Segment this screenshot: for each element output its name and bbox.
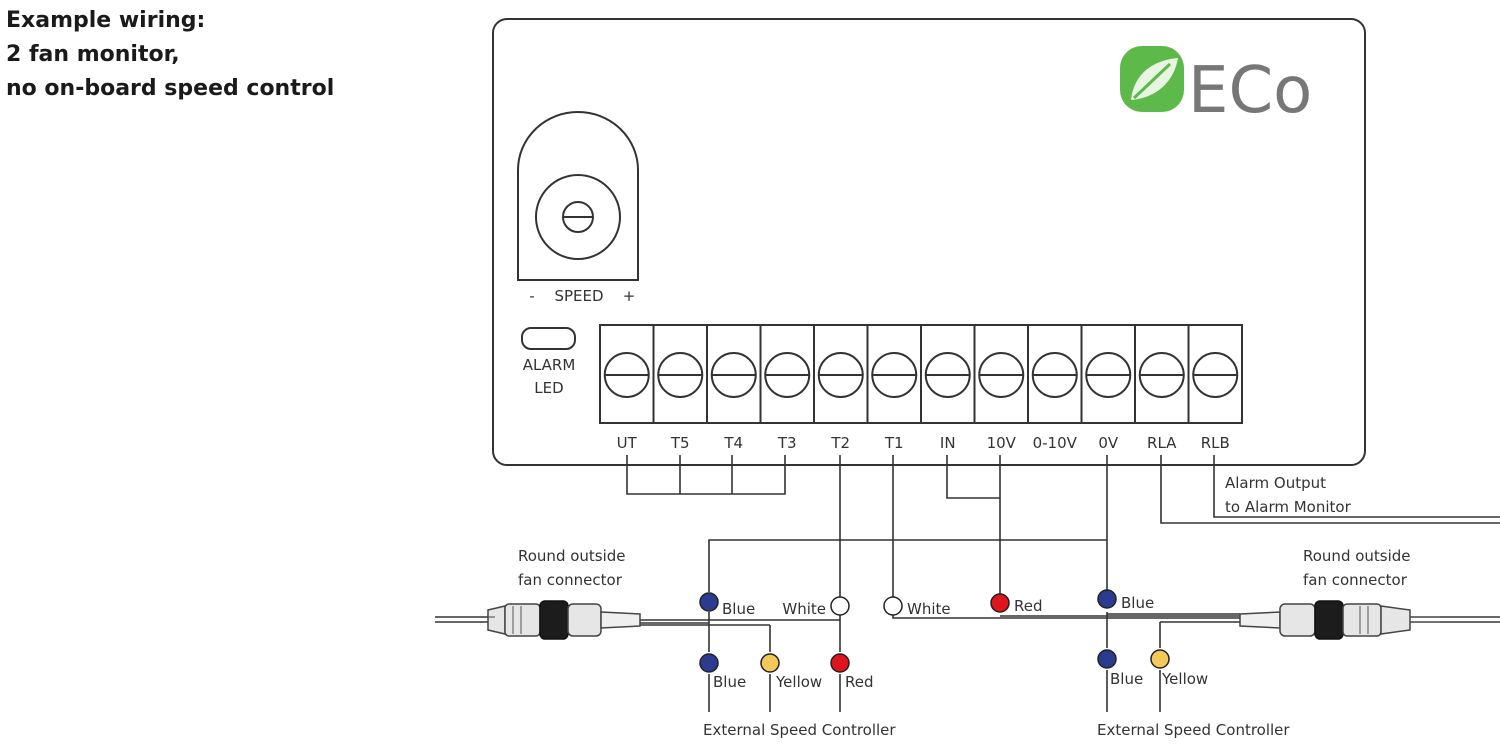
terminal-10v: 10V bbox=[973, 325, 1025, 452]
left-blue-bottom-dot bbox=[699, 653, 719, 673]
right-connector-label-1: Round outside bbox=[1303, 547, 1411, 565]
left-red-label: Red bbox=[845, 673, 874, 691]
wiring bbox=[435, 455, 1500, 712]
terminal-t5: T5 bbox=[652, 325, 704, 452]
controller-enclosure bbox=[492, 18, 1366, 466]
alarm-led-label-2: LED bbox=[534, 379, 563, 397]
right-yellow-dot bbox=[1150, 649, 1170, 669]
left-fan-connector bbox=[487, 600, 641, 640]
terminal-label: RLA bbox=[1147, 434, 1177, 452]
left-white-dot bbox=[830, 596, 850, 616]
terminal-label: 0-10V bbox=[1033, 434, 1078, 452]
title-line-2: 2 fan monitor, bbox=[6, 42, 180, 67]
title-line-1: Example wiring: bbox=[6, 8, 206, 33]
right-white-dot bbox=[883, 596, 903, 616]
alarm-output-label-2: to Alarm Monitor bbox=[1225, 498, 1352, 516]
terminal-rlb: RLB bbox=[1187, 325, 1239, 452]
wire-blue-bus bbox=[708, 539, 1107, 592]
terminal-t1: T1 bbox=[866, 325, 918, 452]
alarm-led bbox=[521, 327, 576, 350]
terminal-label: IN bbox=[940, 434, 956, 452]
wire-rlb bbox=[1213, 455, 1500, 518]
leaf-icon bbox=[1120, 46, 1184, 112]
left-red-dot bbox=[830, 653, 850, 673]
left-blue-top-label: Blue bbox=[722, 600, 755, 618]
diagram-title: Example wiring: 2 fan monitor, no on-boa… bbox=[6, 4, 334, 106]
left-blue-top-dot bbox=[699, 592, 719, 612]
title-line-3: no on-board speed control bbox=[6, 76, 335, 101]
right-blue-bottom-label: Blue bbox=[1110, 670, 1143, 688]
terminal-in: IN bbox=[920, 325, 971, 452]
terminal-label: T2 bbox=[830, 434, 850, 452]
speed-minus-label: - bbox=[529, 287, 534, 305]
speed-label: SPEED bbox=[554, 287, 603, 305]
left-controller-label: External Speed Controller bbox=[703, 721, 896, 739]
left-yellow-dot bbox=[760, 653, 780, 673]
right-blue-bottom-dot bbox=[1097, 649, 1117, 669]
terminal-label: T3 bbox=[777, 434, 797, 452]
right-blue-top-dot bbox=[1097, 589, 1117, 609]
speed-plus-label: + bbox=[623, 287, 636, 305]
left-blue-bottom-label: Blue bbox=[713, 673, 746, 691]
terminal-t4: T4 bbox=[706, 325, 757, 452]
wire-in-10v bbox=[946, 455, 1000, 499]
right-controller-label: External Speed Controller bbox=[1097, 721, 1290, 739]
logo-text: ECo bbox=[1188, 54, 1312, 128]
terminal-label: 10V bbox=[987, 434, 1017, 452]
terminal-ut: UT bbox=[603, 352, 650, 452]
wire-dots bbox=[699, 589, 1170, 673]
terminal-0-10v: 0-10V bbox=[1027, 325, 1078, 452]
right-blue-top-label: Blue bbox=[1121, 594, 1154, 612]
right-connector-label-2: fan connector bbox=[1303, 571, 1408, 589]
left-white-label: White bbox=[782, 600, 826, 618]
eco-logo: ECo bbox=[1120, 46, 1312, 128]
terminal-block: UT T5 T4 T3 T2 T1 IN 10V 0-10V 0V RLA RLB bbox=[599, 324, 1243, 452]
right-yellow-label: Yellow bbox=[1161, 670, 1208, 688]
right-white-label: White bbox=[907, 600, 951, 618]
alarm-led-label-1: ALARM bbox=[523, 356, 576, 374]
right-fan-connector bbox=[1239, 600, 1440, 640]
terminal-t3: T3 bbox=[759, 325, 811, 452]
wire-rla bbox=[1160, 455, 1500, 524]
terminal-label: UT bbox=[617, 434, 638, 452]
left-connector-label-1: Round outside bbox=[518, 547, 626, 565]
terminal-label: T5 bbox=[670, 434, 690, 452]
terminal-label: T1 bbox=[884, 434, 904, 452]
terminal-t2: T2 bbox=[813, 325, 864, 452]
terminal-rla: RLA bbox=[1134, 325, 1185, 452]
right-red-label: Red bbox=[1014, 597, 1043, 615]
left-connector-label-2: fan connector bbox=[518, 571, 623, 589]
terminal-label: RLB bbox=[1201, 434, 1230, 452]
terminal-label: T4 bbox=[723, 434, 743, 452]
wire-ut-t3-bridge bbox=[626, 455, 786, 495]
left-yellow-label: Yellow bbox=[775, 673, 822, 691]
speed-potentiometer bbox=[517, 111, 639, 281]
terminal-label: 0V bbox=[1098, 434, 1119, 452]
alarm-output-label-1: Alarm Output bbox=[1225, 474, 1326, 492]
terminal-0v: 0V bbox=[1080, 325, 1132, 452]
right-red-dot bbox=[990, 593, 1010, 613]
